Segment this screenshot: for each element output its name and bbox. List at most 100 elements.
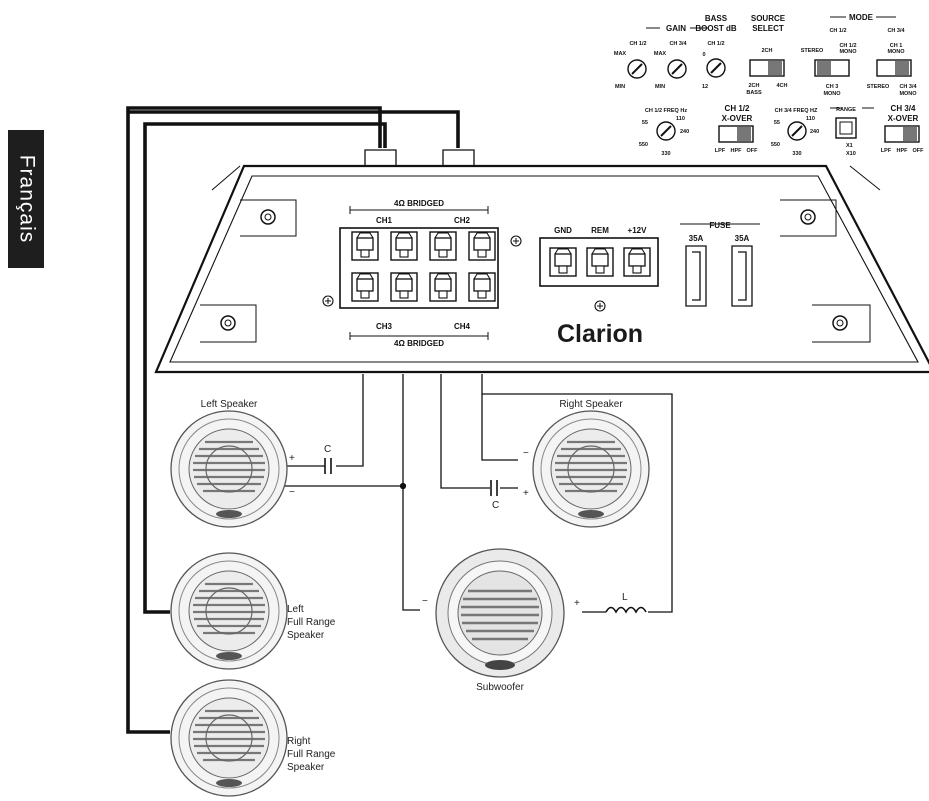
fuse-label: FUSE — [709, 221, 731, 230]
svg-text:55: 55 — [774, 120, 780, 126]
subwoofer-label: Subwoofer — [476, 682, 524, 693]
gain-ch34-knob[interactable] — [667, 59, 687, 79]
svg-text:MAX: MAX — [654, 51, 667, 57]
wires — [126, 106, 673, 734]
left-speaker — [169, 409, 289, 529]
svg-text:240: 240 — [810, 129, 819, 135]
svg-text:550: 550 — [639, 142, 648, 148]
svg-text:240: 240 — [680, 129, 689, 135]
capacitor-right-label: C — [492, 500, 499, 511]
right-full-label-1: Right — [287, 736, 311, 747]
left-speaker-label: Left Speaker — [201, 399, 258, 410]
amplifier-body — [154, 164, 929, 374]
svg-text:55: 55 — [642, 120, 648, 126]
svg-text:MONO: MONO — [899, 91, 917, 97]
right-full-label-2: Full Range — [287, 749, 336, 760]
bridged-bottom-label: 4Ω BRIDGED — [394, 339, 444, 348]
ch1-label: CH1 — [376, 216, 393, 225]
svg-text:2CH: 2CH — [761, 48, 772, 54]
svg-text:LPF: LPF — [715, 148, 726, 154]
svg-text:MIN: MIN — [615, 84, 625, 90]
svg-text:MODE: MODE — [849, 13, 874, 22]
svg-text:X10: X10 — [846, 151, 856, 157]
subwoofer-plus: + — [574, 598, 580, 609]
svg-text:MIN: MIN — [655, 84, 665, 90]
left-full-label-3: Speaker — [287, 630, 325, 641]
svg-text:CH 1/2: CH 1/2 — [839, 43, 856, 49]
right-full-label-3: Speaker — [287, 762, 325, 773]
gain-ch12-knob[interactable] — [627, 59, 647, 79]
right-speaker-plus: + — [523, 488, 529, 499]
bridged-top-label: 4Ω BRIDGED — [394, 199, 444, 208]
svg-text:330: 330 — [661, 151, 670, 157]
left-speaker-minus: − — [289, 487, 295, 498]
right-speaker — [531, 409, 651, 529]
left-full-label-2: Full Range — [287, 617, 336, 628]
svg-text:2CH: 2CH — [748, 83, 759, 89]
svg-text:X1: X1 — [846, 143, 853, 149]
svg-text:SOURCE: SOURCE — [751, 14, 786, 23]
left-full-label-1: Left — [287, 604, 304, 615]
svg-text:550: 550 — [771, 142, 780, 148]
freq-ch12-knob[interactable] — [656, 121, 676, 141]
svg-text:CH 3: CH 3 — [826, 84, 839, 90]
svg-text:RANGE: RANGE — [836, 107, 856, 113]
svg-text:STEREO: STEREO — [801, 48, 824, 54]
inductor-label: L — [622, 592, 628, 603]
svg-text:110: 110 — [676, 116, 685, 122]
left-speaker-plus: + — [289, 453, 295, 464]
gain-title: GAIN — [666, 24, 686, 33]
capacitor-right — [490, 480, 498, 496]
ch2-label: CH2 — [454, 216, 471, 225]
right-speaker-label: Right Speaker — [559, 399, 623, 410]
ch4-label: CH4 — [454, 322, 471, 331]
svg-text:BASS: BASS — [705, 14, 728, 23]
right-full-range-speaker — [169, 678, 289, 798]
svg-text:CH 1/2: CH 1/2 — [725, 104, 750, 113]
svg-text:CH 3/4: CH 3/4 — [899, 84, 917, 90]
capacitor-left-label: C — [324, 444, 331, 455]
svg-text:CH 3/4 FREQ HZ: CH 3/4 FREQ HZ — [775, 108, 818, 114]
12v-label: +12V — [628, 226, 648, 235]
svg-text:OFF: OFF — [913, 148, 925, 154]
subwoofer — [435, 548, 565, 678]
svg-text:OFF: OFF — [747, 148, 759, 154]
language-tab: Français — [8, 130, 44, 268]
svg-text:MONO: MONO — [887, 49, 905, 55]
fuse-rating-1: 35A — [689, 234, 704, 243]
svg-text:CH 1/2: CH 1/2 — [629, 41, 646, 47]
left-full-range-speaker — [169, 551, 289, 671]
svg-text:CH 3/4: CH 3/4 — [669, 41, 687, 47]
bass-boost-knob[interactable] — [706, 58, 726, 78]
fuse-rating-2: 35A — [735, 234, 750, 243]
svg-text:HPF: HPF — [897, 148, 909, 154]
svg-text:STEREO: STEREO — [867, 84, 890, 90]
svg-text:LPF: LPF — [881, 148, 892, 154]
svg-text:CH 1/2 FREQ Hz: CH 1/2 FREQ Hz — [645, 108, 687, 114]
svg-text:BOOST dB: BOOST dB — [695, 24, 737, 33]
svg-text:BASS: BASS — [746, 90, 762, 96]
svg-text:110: 110 — [806, 116, 815, 122]
control-panel: GAIN CH 1/2 CH 3/4 MAX MAX MIN MIN BASS … — [614, 13, 924, 157]
svg-text:MONO: MONO — [839, 49, 857, 55]
svg-text:CH 3/4: CH 3/4 — [887, 28, 905, 34]
svg-text:X-OVER: X-OVER — [722, 114, 753, 123]
svg-text:SELECT: SELECT — [752, 24, 784, 33]
svg-text:CH 3/4: CH 3/4 — [891, 104, 916, 113]
svg-text:MAX: MAX — [614, 51, 627, 57]
svg-text:4CH: 4CH — [776, 83, 787, 89]
svg-text:X-OVER: X-OVER — [888, 114, 919, 123]
svg-text:12: 12 — [702, 84, 708, 90]
freq-ch34-knob[interactable] — [787, 121, 807, 141]
ch3-label: CH3 — [376, 322, 393, 331]
svg-text:0: 0 — [702, 52, 705, 58]
subwoofer-minus: − — [422, 596, 428, 607]
svg-text:MONO: MONO — [823, 91, 841, 97]
svg-text:330: 330 — [792, 151, 801, 157]
svg-text:CH 1: CH 1 — [890, 43, 903, 49]
rem-label: REM — [591, 226, 609, 235]
brand-logo: Clarion — [557, 320, 643, 348]
svg-text:CH 1/2: CH 1/2 — [829, 28, 846, 34]
svg-text:HPF: HPF — [731, 148, 743, 154]
